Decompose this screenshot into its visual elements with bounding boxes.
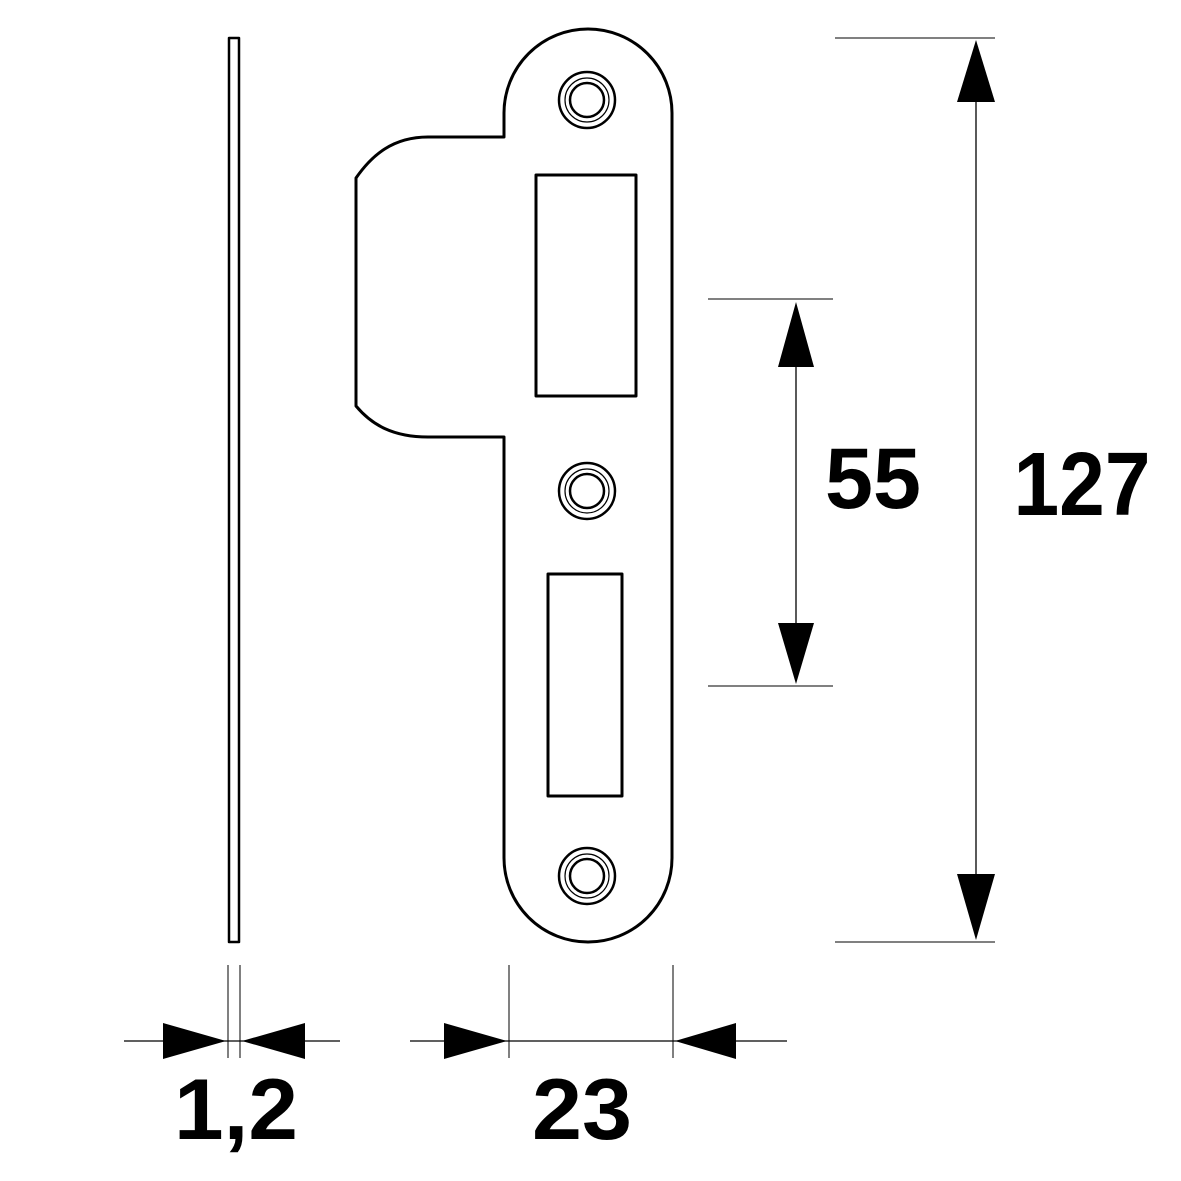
screw-hole-middle	[557, 461, 617, 521]
height-label: 127	[1014, 435, 1151, 535]
arrow-down-icon	[957, 874, 995, 940]
dimension-hole-spacing: 55	[708, 298, 921, 687]
arrow-up-icon	[778, 302, 814, 367]
width-label: 23	[532, 1062, 632, 1158]
dimension-thickness: 1,2	[124, 965, 340, 1158]
dimension-height: 127	[835, 37, 1151, 943]
hole-spacing-label: 55	[825, 431, 921, 527]
screw-hole-top	[557, 70, 617, 130]
front-view-plate	[354, 27, 674, 944]
plate-outline	[354, 27, 674, 944]
arrow-right-icon	[163, 1023, 226, 1059]
arrow-right-icon	[444, 1023, 507, 1059]
thickness-label: 1,2	[174, 1062, 298, 1158]
arrow-up-icon	[957, 40, 995, 102]
dimension-width: 23	[410, 965, 787, 1158]
side-view-plate	[227, 36, 241, 944]
screw-hole-bottom	[557, 846, 617, 906]
arrow-left-icon	[675, 1023, 736, 1059]
bolt-opening-lower	[546, 572, 624, 798]
latch-opening-upper	[534, 173, 638, 398]
arrow-down-icon	[778, 623, 814, 684]
arrow-left-icon	[242, 1023, 305, 1059]
